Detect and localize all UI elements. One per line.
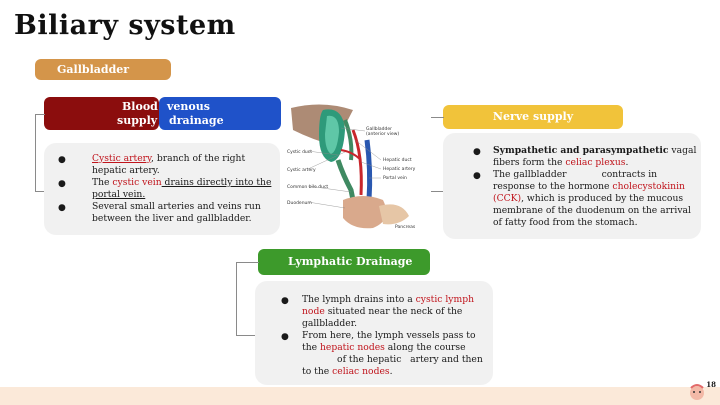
venous-drainage-line1: venous [167, 100, 210, 113]
venous-drainage-header: venous drainage [159, 97, 281, 130]
footer-bar [0, 387, 720, 405]
lymphatic-drainage-box: ●The lymph drains into a cystic lymph no… [255, 281, 493, 385]
list-item: ●The cystic vein drains directly into th… [58, 177, 272, 200]
nerve-supply-box: ●Sympathetic and parasympathetic vagal f… [443, 133, 701, 239]
figure-label: Hepatic duct [383, 157, 412, 163]
figure-label: Duodenum [287, 200, 312, 206]
blood-supply-header: Blood supply [44, 97, 159, 130]
figure-label: Cystic duct [287, 149, 312, 155]
figure-label: Portal vein [383, 175, 407, 181]
venous-drainage-line2: drainage [169, 114, 224, 127]
list-item: ●Cystic artery, branch of the right hepa… [58, 153, 246, 176]
page-title: Biliary system [14, 10, 236, 41]
gallbladder-anatomy-figure: Gallbladder (anterior view) Cystic duct … [283, 100, 431, 234]
figure-label: Gallbladder [366, 126, 392, 132]
figure-label: Pancreas [395, 224, 416, 230]
figure-label: (anterior view) [366, 131, 399, 137]
list-item: ●Sympathetic and parasympathetic vagal f… [473, 145, 697, 168]
figure-label: Cystic artery [287, 167, 316, 173]
mascot-icon [690, 384, 704, 400]
figure-label: Hepatic artery [383, 166, 416, 172]
blood-supply-box: ●Cystic artery, branch of the right hepa… [44, 143, 280, 235]
list-item: ●Several small arteries and veins run be… [58, 201, 261, 224]
page-number: 18 [706, 380, 716, 389]
gallbladder-label: Gallbladder [35, 59, 171, 80]
lymph-bracket [236, 262, 259, 336]
list-item: ●The gallbladder contracts in response t… [473, 169, 691, 228]
lymphatic-drainage-header: Lymphatic Drainage [258, 249, 430, 275]
blood-supply-line1: Blood [122, 100, 158, 113]
figure-label: Common bile duct [287, 184, 328, 190]
blood-supply-line2: supply [117, 114, 158, 127]
list-item: ●From here, the lymph vessels pass to th… [281, 330, 483, 377]
nerve-supply-header: Nerve supply [443, 105, 623, 129]
list-item: ●The lymph drains into a cystic lymph no… [281, 294, 474, 329]
blood-bracket [35, 114, 45, 192]
